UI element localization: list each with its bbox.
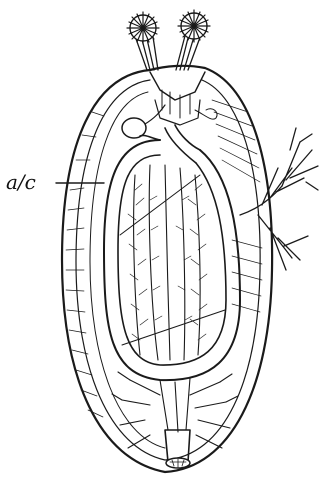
tentacle-tip-right — [178, 10, 210, 42]
tentacle-crown — [127, 10, 210, 70]
cloacal-region — [112, 372, 238, 468]
tentacle-tip-left — [127, 12, 159, 44]
label-alc-text: a/c — [6, 170, 36, 194]
pharynx-region — [122, 72, 217, 138]
gut-loop — [104, 125, 240, 380]
internal-organs — [120, 165, 225, 360]
label-alc: a/c — [6, 170, 104, 194]
respiratory-tree-right — [240, 128, 318, 270]
